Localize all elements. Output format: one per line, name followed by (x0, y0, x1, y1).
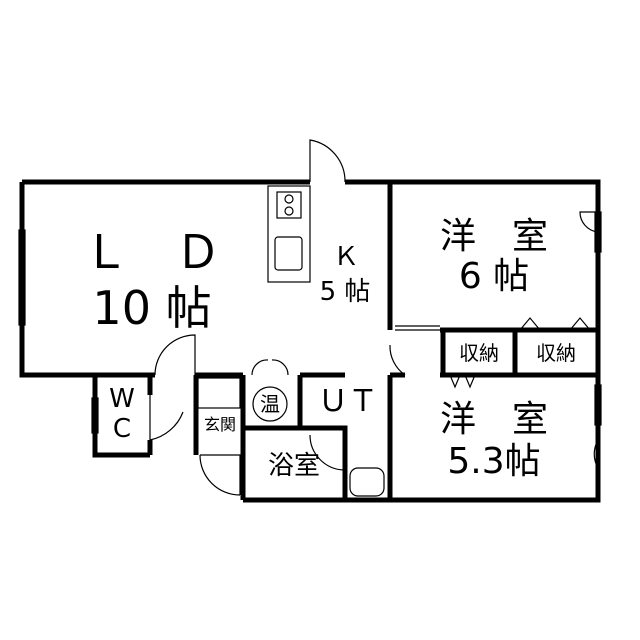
wc-label-c: C (112, 414, 132, 444)
western2-size: 5.3帖 (447, 441, 541, 482)
k-label: Ｋ (332, 242, 360, 272)
western1-label: 洋 室 (439, 216, 549, 257)
western1-size: 6 帖 (458, 256, 530, 297)
water-heater-label: 温 (260, 392, 280, 416)
ld-size: 10 帖 (92, 281, 212, 335)
storage1-label: 収納 (459, 341, 499, 365)
entrance-label: 玄関 (203, 415, 237, 434)
wc-label-w: W (109, 384, 135, 414)
k-size: 5 帖 (319, 277, 371, 307)
bath-label: 浴室 (267, 451, 321, 481)
ut-label: ＵＴ (318, 384, 378, 419)
storage2-label: 収納 (536, 341, 576, 365)
ld-label: Ｌ Ｄ (83, 225, 221, 279)
western2-label: 洋 室 (439, 399, 549, 440)
